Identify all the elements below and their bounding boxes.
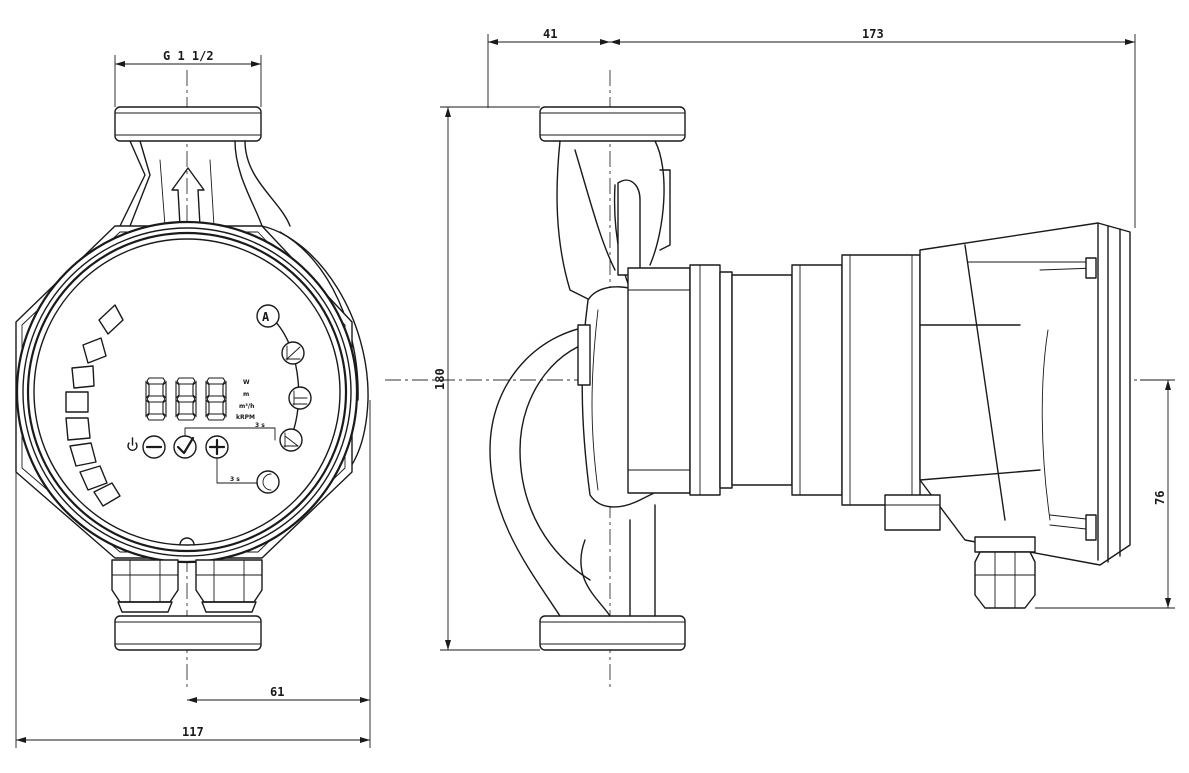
dim-thread: G 1 1/2 [163, 49, 214, 63]
minus-button[interactable] [142, 435, 166, 459]
constant-curve-icon[interactable] [279, 428, 303, 452]
check-icon [176, 436, 195, 455]
constant-pressure-icon[interactable] [288, 386, 312, 410]
timer-lower: 3 s [230, 476, 240, 483]
plus-button[interactable] [205, 435, 229, 459]
dim-76: 76 [1153, 491, 1167, 505]
auto-mode-icon[interactable]: A [256, 304, 280, 328]
plus-icon [208, 438, 226, 456]
proportional-pressure-icon[interactable] [281, 341, 305, 365]
seven-segment-display [145, 377, 227, 421]
dimension-lines [15, 34, 1175, 748]
dim-61: 61 [270, 685, 284, 699]
mode-a-label: A [262, 310, 270, 324]
unit-w: W [243, 379, 250, 386]
pump-front-view: W m m³/h kRPM A [15, 106, 369, 651]
bar-graph [65, 304, 124, 507]
confirm-button[interactable] [173, 435, 197, 459]
power-icon[interactable] [127, 437, 138, 452]
night-mode-icon[interactable] [256, 470, 280, 494]
dimension-labels: G 1 1/2 41 173 180 76 61 117 [163, 27, 1167, 739]
pump-side-view [489, 106, 1131, 651]
timer-upper: 3 s [255, 422, 265, 429]
dim-180: 180 [433, 368, 447, 390]
unit-flow: m³/h [239, 403, 254, 410]
dim-117: 117 [182, 725, 204, 739]
cable-glands [111, 559, 263, 613]
unit-m: m [243, 391, 249, 398]
dim-41: 41 [543, 27, 557, 41]
unit-krpm: kRPM [236, 414, 255, 421]
dim-173: 173 [862, 27, 884, 41]
